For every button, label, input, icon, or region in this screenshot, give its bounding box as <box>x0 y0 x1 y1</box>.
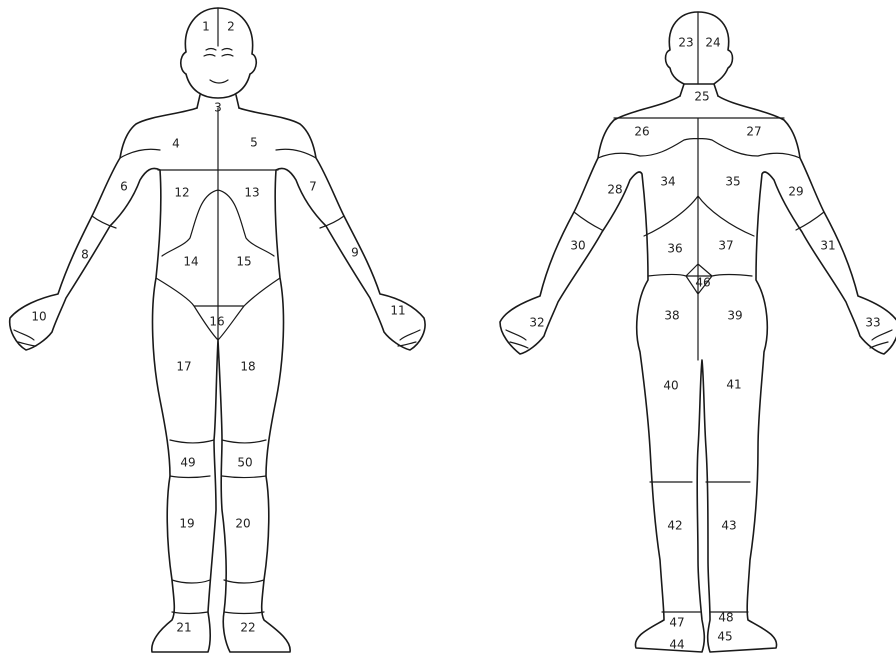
region-label-31: 31 <box>820 239 835 253</box>
region-label-13: 13 <box>244 186 259 200</box>
region-label-48: 48 <box>718 611 733 625</box>
front-region-labels: 1 2 3 4 5 6 7 8 9 10 11 12 13 14 15 16 1… <box>31 20 405 635</box>
region-label-2: 2 <box>227 20 235 34</box>
region-label-18: 18 <box>240 360 255 374</box>
region-label-27: 27 <box>746 125 761 139</box>
region-label-1: 1 <box>202 20 210 34</box>
front-division-lines <box>92 108 344 614</box>
region-label-24: 24 <box>705 36 720 50</box>
region-label-40: 40 <box>663 379 678 393</box>
region-label-26: 26 <box>634 125 649 139</box>
region-label-42: 42 <box>667 519 682 533</box>
region-label-3: 3 <box>214 101 222 115</box>
region-label-35: 35 <box>725 175 740 189</box>
region-label-22: 22 <box>240 621 255 635</box>
region-label-39: 39 <box>727 309 742 323</box>
region-label-34: 34 <box>660 175 675 189</box>
back-right-hand-fingers <box>870 330 892 348</box>
region-label-10: 10 <box>31 310 46 324</box>
region-label-41: 41 <box>726 378 741 392</box>
region-label-6: 6 <box>120 180 128 194</box>
region-label-7: 7 <box>309 180 317 194</box>
region-label-44: 44 <box>669 638 684 652</box>
region-label-14: 14 <box>183 255 198 269</box>
region-label-20: 20 <box>235 517 250 531</box>
region-label-15: 15 <box>236 255 251 269</box>
region-label-29: 29 <box>788 185 803 199</box>
region-label-37: 37 <box>718 239 733 253</box>
region-label-32: 32 <box>529 316 544 330</box>
region-label-8: 8 <box>81 248 89 262</box>
region-label-45: 45 <box>717 630 732 644</box>
region-label-38: 38 <box>664 309 679 323</box>
region-label-21: 21 <box>176 621 191 635</box>
region-label-50: 50 <box>237 456 252 470</box>
region-label-33: 33 <box>865 316 880 330</box>
region-label-23: 23 <box>678 36 693 50</box>
back-head-outline <box>666 12 733 84</box>
back-region-labels: 23 24 25 26 27 28 29 30 31 32 33 34 35 3… <box>529 36 880 652</box>
region-label-25: 25 <box>694 90 709 104</box>
region-label-30: 30 <box>570 239 585 253</box>
region-label-49: 49 <box>180 456 195 470</box>
region-label-4: 4 <box>172 137 180 151</box>
region-label-47: 47 <box>669 616 684 630</box>
region-label-43: 43 <box>721 519 736 533</box>
region-label-17: 17 <box>176 360 191 374</box>
front-left-hand-fingers <box>14 330 36 346</box>
region-label-28: 28 <box>607 183 622 197</box>
region-label-36: 36 <box>667 242 682 256</box>
region-label-12: 12 <box>174 186 189 200</box>
region-label-46: 46 <box>695 276 710 290</box>
back-body-figure <box>500 12 896 652</box>
region-label-16: 16 <box>209 315 224 329</box>
region-label-9: 9 <box>351 246 359 260</box>
front-face-features <box>204 49 233 84</box>
region-label-11: 11 <box>390 304 405 318</box>
region-label-5: 5 <box>250 136 258 150</box>
back-left-hand-fingers <box>506 330 528 348</box>
region-label-19: 19 <box>179 517 194 531</box>
